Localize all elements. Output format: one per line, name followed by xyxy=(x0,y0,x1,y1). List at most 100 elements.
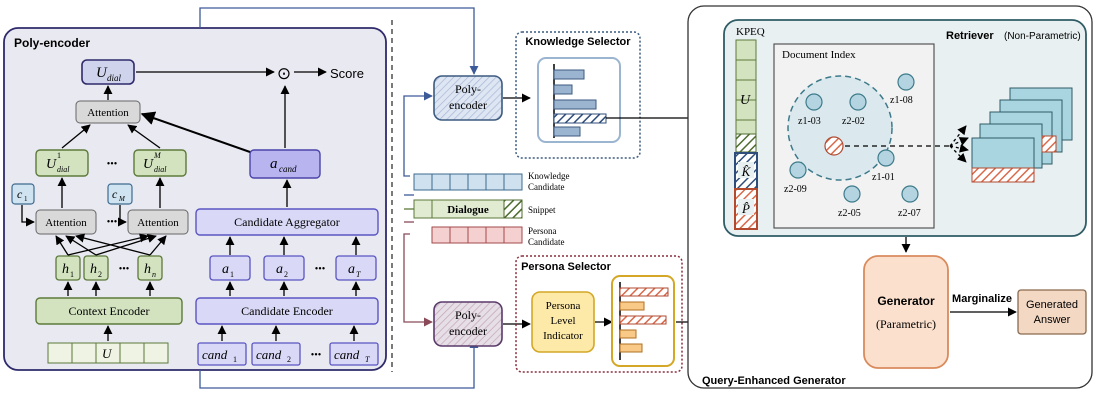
ellipsis-cand: ••• xyxy=(311,350,322,361)
svg-text:h: h xyxy=(144,262,151,277)
a-cand-node: a cand xyxy=(249,149,321,179)
kpeq-column: KPEQ U K̂ P̂ xyxy=(734,26,765,230)
doc-label-5: z2-05 xyxy=(838,208,861,219)
ellipsis-udial: ••• xyxy=(107,159,118,170)
svg-text:U: U xyxy=(96,65,108,81)
generator-subtitle: (Parametric) xyxy=(876,317,936,331)
cm-node: c M xyxy=(107,183,133,205)
svg-text:Attention: Attention xyxy=(87,107,129,119)
svg-text:1: 1 xyxy=(57,151,61,160)
svg-text:Poly-: Poly- xyxy=(455,308,481,322)
svg-text:a: a xyxy=(270,156,278,172)
svg-text:Attention: Attention xyxy=(137,217,179,229)
doc-label-1: z1-03 xyxy=(798,116,821,127)
svg-text:M: M xyxy=(153,151,162,160)
score-label: Score xyxy=(330,66,364,81)
svg-text:h: h xyxy=(62,262,69,277)
attention-top-node: Attention xyxy=(75,100,141,124)
svg-text:cand: cand xyxy=(202,347,228,362)
svg-text:cand: cand xyxy=(334,347,360,362)
svg-text:2: 2 xyxy=(98,270,102,279)
u-dial-m-node: U M dial xyxy=(133,149,187,177)
svg-text:1: 1 xyxy=(233,355,237,364)
svg-text:Generated: Generated xyxy=(1026,299,1078,311)
persona-selector-title: Persona Selector xyxy=(521,261,612,273)
knowledge-candidate-strip: Knowledge Candidate xyxy=(413,171,570,192)
persona-poly-encoder: Poly- encoder xyxy=(433,301,503,347)
svg-text:encoder: encoder xyxy=(449,324,487,338)
svg-text:c: c xyxy=(112,187,118,201)
persona-level-indicator: Persona Level Indicator xyxy=(531,291,595,353)
marginalize-label: Marginalize xyxy=(952,293,1012,305)
doc-label-4: z1-01 xyxy=(872,172,895,183)
a2-node: a 2 xyxy=(263,255,305,281)
svg-text:2: 2 xyxy=(287,355,291,364)
svg-text:Persona: Persona xyxy=(546,300,581,312)
context-encoder-node: Context Encoder xyxy=(35,297,183,325)
dialogue-strip: Dialogue Snippet xyxy=(413,199,556,219)
u-input-tokens: U xyxy=(47,342,169,364)
svg-text:Context Encoder: Context Encoder xyxy=(69,304,150,318)
dialogue-label: Dialogue xyxy=(447,204,489,216)
kpeq-k: K̂ xyxy=(741,164,752,179)
svg-text:Candidate Aggregator: Candidate Aggregator xyxy=(234,215,340,229)
candT-node: cand T xyxy=(329,342,379,366)
poly-encoder-arrows xyxy=(21,67,361,341)
generator-box: Generator (Parametric) xyxy=(863,255,949,369)
knowledge-candidate-label-1: Knowledge xyxy=(528,171,570,181)
svg-text:a: a xyxy=(348,262,355,277)
h1-node: h 1 xyxy=(55,255,81,281)
persona-candidate-label-1: Persona xyxy=(528,226,557,236)
dot-product-op: ⊙ xyxy=(277,64,291,83)
a1-node: a 1 xyxy=(209,255,251,281)
doc-label-2: z2-02 xyxy=(842,116,865,127)
svg-text:1: 1 xyxy=(70,270,74,279)
knowledge-candidate-label-2: Candidate xyxy=(528,182,565,192)
kpeq-p: P̂ xyxy=(741,201,750,216)
knowledge-selector-box: Knowledge Selector xyxy=(515,31,641,159)
u-dial-node: U dial xyxy=(81,59,135,85)
svg-text:Level: Level xyxy=(550,315,575,327)
candidate-aggregator-node: Candidate Aggregator xyxy=(195,208,379,236)
hn-node: h n xyxy=(137,255,163,281)
svg-text:cand: cand xyxy=(279,164,297,174)
svg-text:dial: dial xyxy=(154,165,167,174)
svg-text:dial: dial xyxy=(57,165,70,174)
svg-text:U: U xyxy=(143,157,154,172)
knowledge-selector-title: Knowledge Selector xyxy=(525,36,631,48)
retrieved-documents-stack xyxy=(971,87,1073,183)
candidate-encoder-node: Candidate Encoder xyxy=(195,297,379,325)
ellipsis-h: ••• xyxy=(119,264,130,275)
doc-label-0: z1-08 xyxy=(890,95,913,106)
panel-to-selector-connectors xyxy=(199,7,479,389)
doc-label-6: z2-07 xyxy=(898,208,921,219)
retrieval-fan-arrows xyxy=(949,125,969,163)
knowledge-poly-encoder: Poly- encoder xyxy=(433,75,503,121)
c1-node: c 1 xyxy=(11,183,35,205)
svg-text:M: M xyxy=(118,195,126,203)
svg-text:Attention: Attention xyxy=(45,217,87,229)
attention-left-node: Attention xyxy=(35,209,97,235)
input-bracket xyxy=(403,91,433,327)
aT-node: a T xyxy=(335,255,377,281)
svg-text:U: U xyxy=(102,346,113,361)
svg-text:a: a xyxy=(222,262,229,277)
svg-text:1: 1 xyxy=(24,195,28,203)
qeg-title: Query-Enhanced Generator xyxy=(702,375,846,387)
svg-text:T: T xyxy=(365,355,370,364)
retriever-title: Retriever xyxy=(946,30,994,42)
kpeq-u: U xyxy=(740,93,751,108)
svg-text:2: 2 xyxy=(284,270,288,279)
svg-text:a: a xyxy=(276,262,283,277)
svg-text:1: 1 xyxy=(230,270,234,279)
snippet-label: Snippet xyxy=(528,205,556,215)
persona-candidate-label-2: Candidate xyxy=(528,237,565,247)
document-index-title: Document Index xyxy=(782,49,856,61)
svg-text:T: T xyxy=(356,270,361,279)
h2-node: h 2 xyxy=(83,255,109,281)
retriever-subtitle: (Non-Parametric) xyxy=(1004,31,1081,42)
cand2-node: cand 2 xyxy=(251,342,301,366)
svg-text:dial: dial xyxy=(107,73,122,83)
svg-text:Candidate Encoder: Candidate Encoder xyxy=(241,304,333,318)
